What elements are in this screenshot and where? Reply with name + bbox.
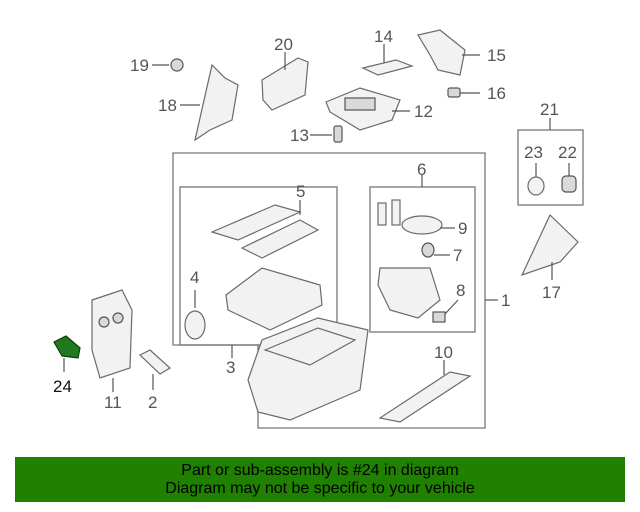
part-cup-holder[interactable] — [377, 267, 441, 319]
callout-5: 5 — [296, 182, 305, 201]
part-7-knob[interactable] — [421, 242, 450, 258]
info-banner: Part or sub-assembly is #24 in diagram D… — [15, 457, 625, 502]
callout-7: 7 — [453, 246, 462, 265]
callout-16: 16 — [487, 84, 506, 103]
part-19-clip[interactable] — [152, 58, 184, 72]
callout-24: 24 — [53, 377, 72, 396]
callout-1: 1 — [501, 291, 510, 310]
part-13-pin[interactable] — [310, 125, 343, 143]
part-16-bolt[interactable] — [447, 87, 480, 98]
callout-8: 8 — [456, 281, 465, 300]
callout-14: 14 — [374, 27, 393, 46]
part-24-highlighted[interactable] — [53, 335, 81, 372]
part-9-seal[interactable] — [401, 215, 455, 235]
callout-9: 9 — [458, 219, 467, 238]
callout-23: 23 — [524, 143, 543, 162]
callout-6: 6 — [417, 160, 426, 179]
part-18-side-panel[interactable] — [180, 63, 239, 142]
callout-10: 10 — [434, 343, 453, 362]
callout-18: 18 — [158, 96, 177, 115]
callout-3: 3 — [226, 358, 235, 377]
banner-line-2: Diagram may not be specific to your vehi… — [165, 480, 475, 497]
part-14-lid-plate[interactable] — [361, 44, 414, 76]
callout-2: 2 — [148, 393, 157, 412]
callout-12: 12 — [414, 102, 433, 121]
part-11-rear-panel[interactable] — [91, 289, 133, 392]
part-5-lids[interactable] — [210, 200, 320, 259]
callout-17: 17 — [542, 283, 561, 302]
part-23-cap[interactable] — [527, 163, 545, 196]
part-12-tray[interactable] — [325, 87, 410, 131]
console-body[interactable] — [247, 317, 369, 421]
callout-4: 4 — [190, 268, 199, 287]
callout-11: 11 — [104, 393, 122, 412]
part-20-panel[interactable] — [261, 52, 309, 111]
part-15-bracket[interactable] — [417, 29, 480, 76]
callout-21: 21 — [540, 100, 559, 119]
subgroup-3-frame — [179, 186, 338, 346]
part-22-socket[interactable] — [561, 163, 577, 193]
callout-22: 22 — [558, 143, 577, 162]
assembly-1-frame — [172, 152, 486, 429]
part-10-trim-strip[interactable] — [378, 360, 472, 423]
subgroup-21-frame — [517, 129, 584, 206]
part-3-bin[interactable] — [225, 267, 323, 331]
callout-13: 13 — [290, 126, 309, 145]
callout-15: 15 — [487, 46, 506, 65]
part-2-bracket[interactable] — [138, 349, 172, 390]
callout-20: 20 — [274, 35, 293, 54]
banner-line-1: Part or sub-assembly is #24 in diagram — [181, 462, 459, 479]
callout-19: 19 — [130, 56, 149, 75]
part-8-latch[interactable] — [432, 299, 459, 323]
part-17-trim[interactable] — [520, 213, 579, 280]
part-6-clips[interactable] — [377, 175, 423, 226]
part-4-shift-knob[interactable] — [184, 290, 206, 340]
